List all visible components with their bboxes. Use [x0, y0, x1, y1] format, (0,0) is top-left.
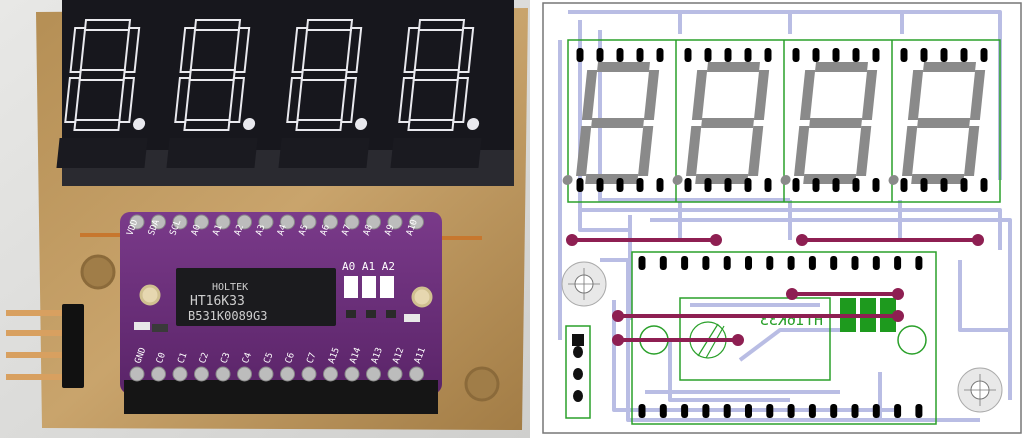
pin-label: A3 [254, 223, 267, 237]
pin-label: A6 [319, 223, 332, 237]
pin-label: C0 [155, 351, 168, 365]
pin-label: A4 [276, 223, 289, 237]
display-footprints [562, 39, 1001, 203]
pin-label: A8 [362, 223, 375, 237]
chip-model: HT16K33 [190, 294, 245, 309]
pcb-layout-drawing: HT16K33 [540, 0, 1024, 438]
pin-label: A9 [383, 223, 396, 237]
pin-label: C2 [198, 351, 211, 365]
jumper-wires [566, 234, 984, 346]
pin-label: C3 [219, 351, 232, 365]
digit [278, 19, 370, 168]
pin-label: C5 [262, 351, 275, 365]
pin-label: A1 [211, 223, 224, 237]
module-footprint: HT16K33 [631, 251, 937, 425]
digit [166, 19, 258, 168]
pin-label: A2 [233, 223, 246, 237]
pin-label: A0 [190, 223, 203, 237]
board-outline [542, 2, 1022, 434]
pin-label: C4 [241, 351, 254, 365]
pin-label: A5 [297, 223, 310, 237]
header-footprint [565, 325, 591, 419]
header-pins [6, 304, 84, 388]
mounting-hole [80, 254, 116, 290]
mounting-hole [957, 367, 1003, 413]
digit-footprint [888, 62, 986, 185]
jumper-labels: A0 A1 A2 [342, 260, 395, 273]
chip-brand: HOLTEK [212, 282, 248, 293]
ht16k33-chip [176, 268, 336, 326]
mounting-hole [464, 366, 500, 402]
pin-label: C7 [305, 351, 318, 365]
digit [56, 19, 148, 168]
seven-segment-display [56, 0, 514, 186]
pin-label: C6 [284, 351, 297, 365]
pin-label: C1 [176, 351, 189, 365]
digit-footprint [562, 62, 660, 185]
mounting-hole [561, 261, 607, 307]
pin-label: A7 [340, 223, 353, 237]
module-label: HT16K33 [760, 311, 823, 329]
chip-code: B531K0089G3 [188, 309, 267, 323]
digit [390, 19, 482, 168]
